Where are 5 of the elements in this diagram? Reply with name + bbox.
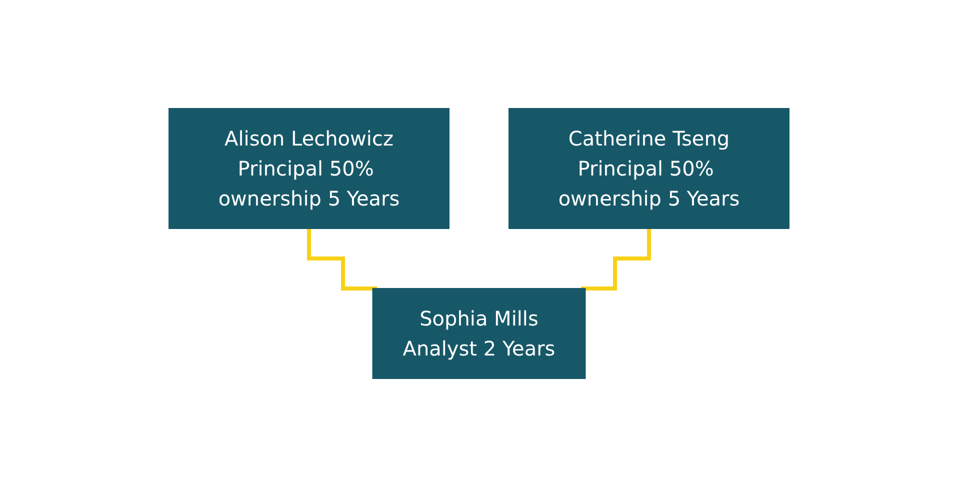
connector: [580, 226, 650, 290]
node-box: Catherine Tseng Principal 50% ownership 5 Years: [508, 108, 789, 229]
connector: [306, 226, 376, 290]
node-box: Alison Lechowicz Principal 50% ownership 5 Years: [168, 108, 449, 229]
node-box: Sophia Mills Analyst 2 Years: [372, 288, 586, 379]
